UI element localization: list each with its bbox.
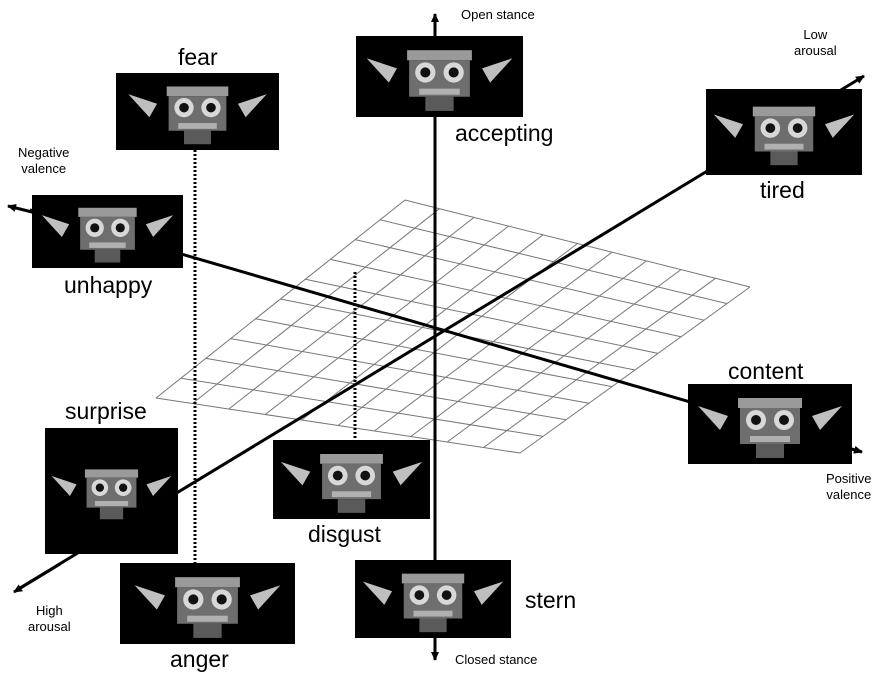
- accepting-photo: [356, 36, 523, 117]
- positive-valence-line-1: Positive: [826, 471, 872, 486]
- tired-label: tired: [760, 177, 805, 203]
- negative-valence-line-2: valence: [21, 161, 67, 176]
- anger-label: anger: [170, 646, 229, 672]
- positive-valence-line-2: valence: [826, 487, 872, 502]
- robot-face-icon: [41, 207, 174, 263]
- grid-line: [483, 277, 716, 448]
- robot-face-icon: [51, 469, 172, 520]
- tired-photo: [706, 89, 862, 175]
- low-arousal-label: Low arousal: [794, 27, 837, 59]
- robot-face-icon: [134, 577, 281, 638]
- robot-face-icon: [698, 398, 842, 458]
- anger-photo: [120, 563, 295, 644]
- closed-stance-label: Closed stance: [455, 652, 538, 667]
- unhappy-photo: [32, 195, 183, 268]
- high-arousal-label: High arousal: [28, 603, 71, 635]
- high-arousal-line-1: High: [35, 603, 63, 618]
- accepting-label: accepting: [455, 120, 554, 146]
- grid-line: [379, 219, 728, 305]
- grid-line: [446, 269, 682, 443]
- stern-photo: [355, 560, 511, 638]
- arousal-axis-lower-arrow: [13, 562, 61, 594]
- surprise-photo: [45, 428, 178, 554]
- content-label: content: [728, 358, 804, 384]
- negative-valence-label: Negative valence: [18, 145, 69, 177]
- stern-label: stern: [525, 587, 577, 613]
- robot-face-icon: [366, 50, 513, 111]
- positive-valence-label: Positive valence: [826, 471, 872, 503]
- grid-line: [410, 260, 647, 437]
- fear-label: fear: [178, 44, 218, 70]
- unhappy-label: unhappy: [64, 272, 153, 298]
- disgust-label: disgust: [308, 521, 381, 547]
- grid-line: [519, 286, 751, 454]
- low-arousal-line-2: arousal: [794, 43, 837, 58]
- disgust-photo: [273, 440, 430, 519]
- grid-line: [404, 199, 751, 288]
- grid-line: [374, 251, 613, 432]
- low-arousal-line-1: Low: [803, 27, 828, 42]
- content-photo: [688, 384, 852, 464]
- robot-face-icon: [362, 573, 504, 633]
- grid-line: [330, 258, 682, 338]
- high-arousal-line-2: arousal: [28, 619, 71, 634]
- fear-photo: [116, 73, 279, 150]
- open-stance-label: Open stance: [461, 7, 535, 22]
- robot-face-icon: [713, 106, 855, 166]
- surprise-label: surprise: [65, 398, 147, 424]
- robot-face-icon: [280, 453, 423, 513]
- robot-face-icon: [128, 86, 267, 145]
- negative-valence-line-1: Negative: [18, 145, 70, 160]
- grid-line: [305, 278, 659, 354]
